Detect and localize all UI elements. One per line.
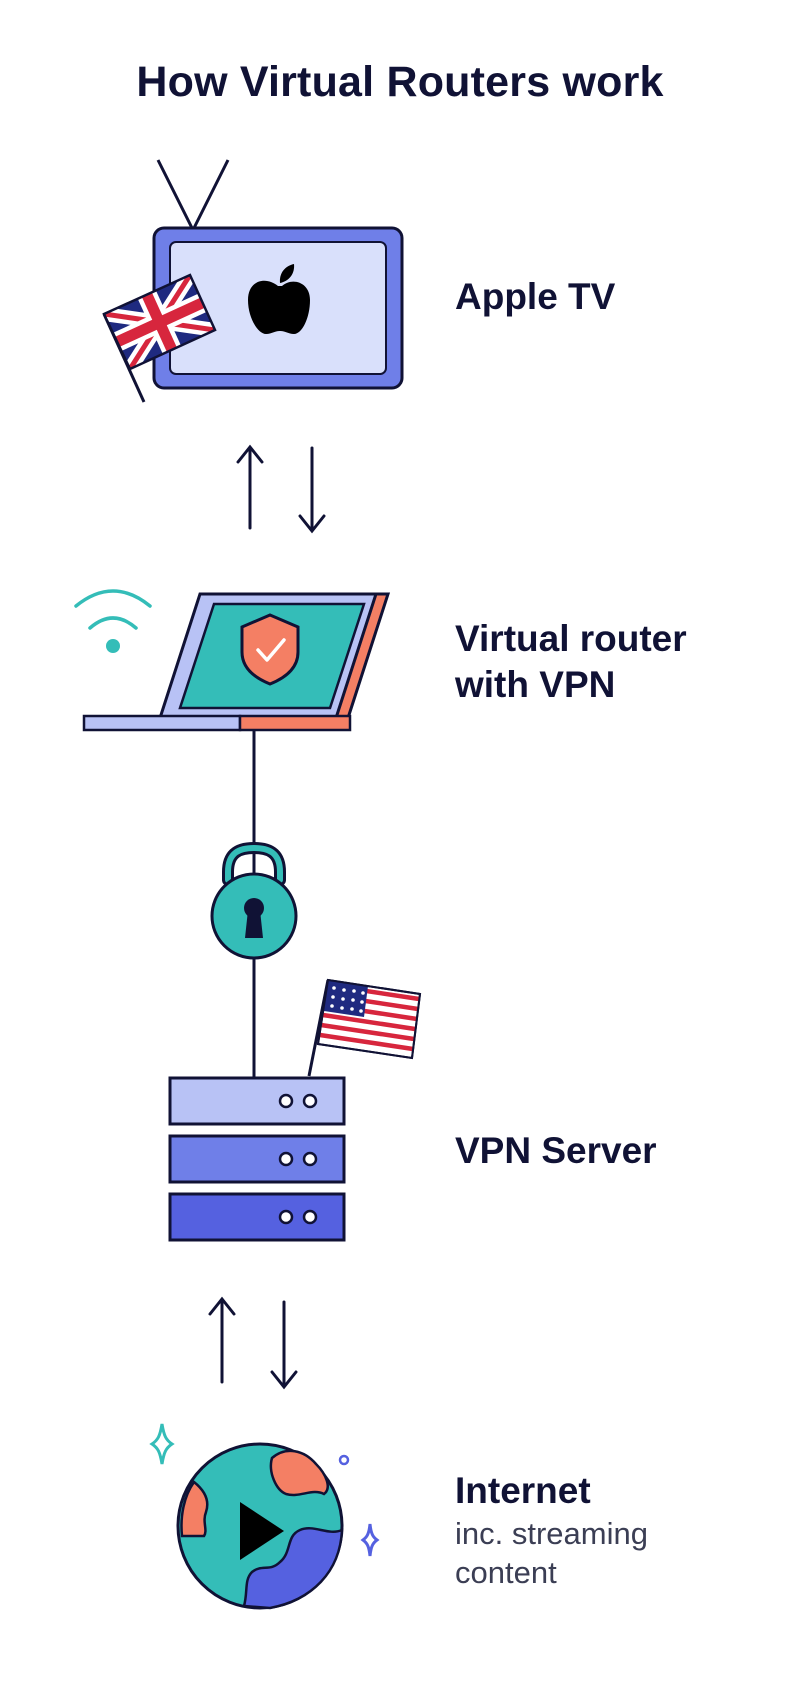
shield-check-icon: [240, 613, 300, 686]
uk-flag-border: [102, 273, 217, 371]
internet-globe-illustration: [149, 1423, 380, 1610]
server-unit-middle: [168, 1134, 346, 1184]
uk-flag: [102, 273, 217, 403]
padlock-icon: [210, 841, 298, 960]
wifi-icon: [74, 589, 152, 653]
continent-top: [269, 1449, 329, 1497]
label-virtual-router-line1: Virtual router: [455, 618, 687, 659]
continent-left: [180, 1480, 209, 1538]
label-internet: Internet: [455, 1470, 591, 1511]
server-unit-bottom: [168, 1192, 346, 1242]
sparkle-dot: [338, 1454, 350, 1466]
label-apple-tv: Apple TV: [455, 276, 616, 317]
label-virtual-router-line2: with VPN: [455, 664, 616, 705]
sparkle-icon: [149, 1423, 175, 1465]
label-internet-sub-line1: inc. streaming: [455, 1516, 648, 1551]
label-vpn-server: VPN Server: [455, 1130, 657, 1171]
page-title: How Virtual Routers work: [136, 58, 664, 106]
apple-logo-icon: [248, 264, 310, 334]
laptop-base-right: [238, 714, 352, 732]
play-icon: [240, 1502, 284, 1560]
vpn-server-illustration: [168, 978, 422, 1242]
sparkle-icon: [360, 1523, 380, 1557]
label-internet-sub-line2: content: [455, 1555, 557, 1590]
server-unit-top: [168, 1076, 346, 1126]
continent-bottom: [242, 1527, 344, 1610]
tv-antenna-left: [156, 159, 194, 229]
tv-antenna-right: [192, 159, 230, 229]
us-flag: [307, 978, 422, 1077]
virtual-router-illustration: [74, 589, 391, 732]
server-lights: [278, 1093, 318, 1225]
data-flow-arrows-top: [236, 444, 326, 534]
apple-tv-illustration: [102, 159, 404, 403]
data-flow-arrows-bottom: [208, 1296, 298, 1390]
laptop-base-left: [82, 714, 242, 732]
